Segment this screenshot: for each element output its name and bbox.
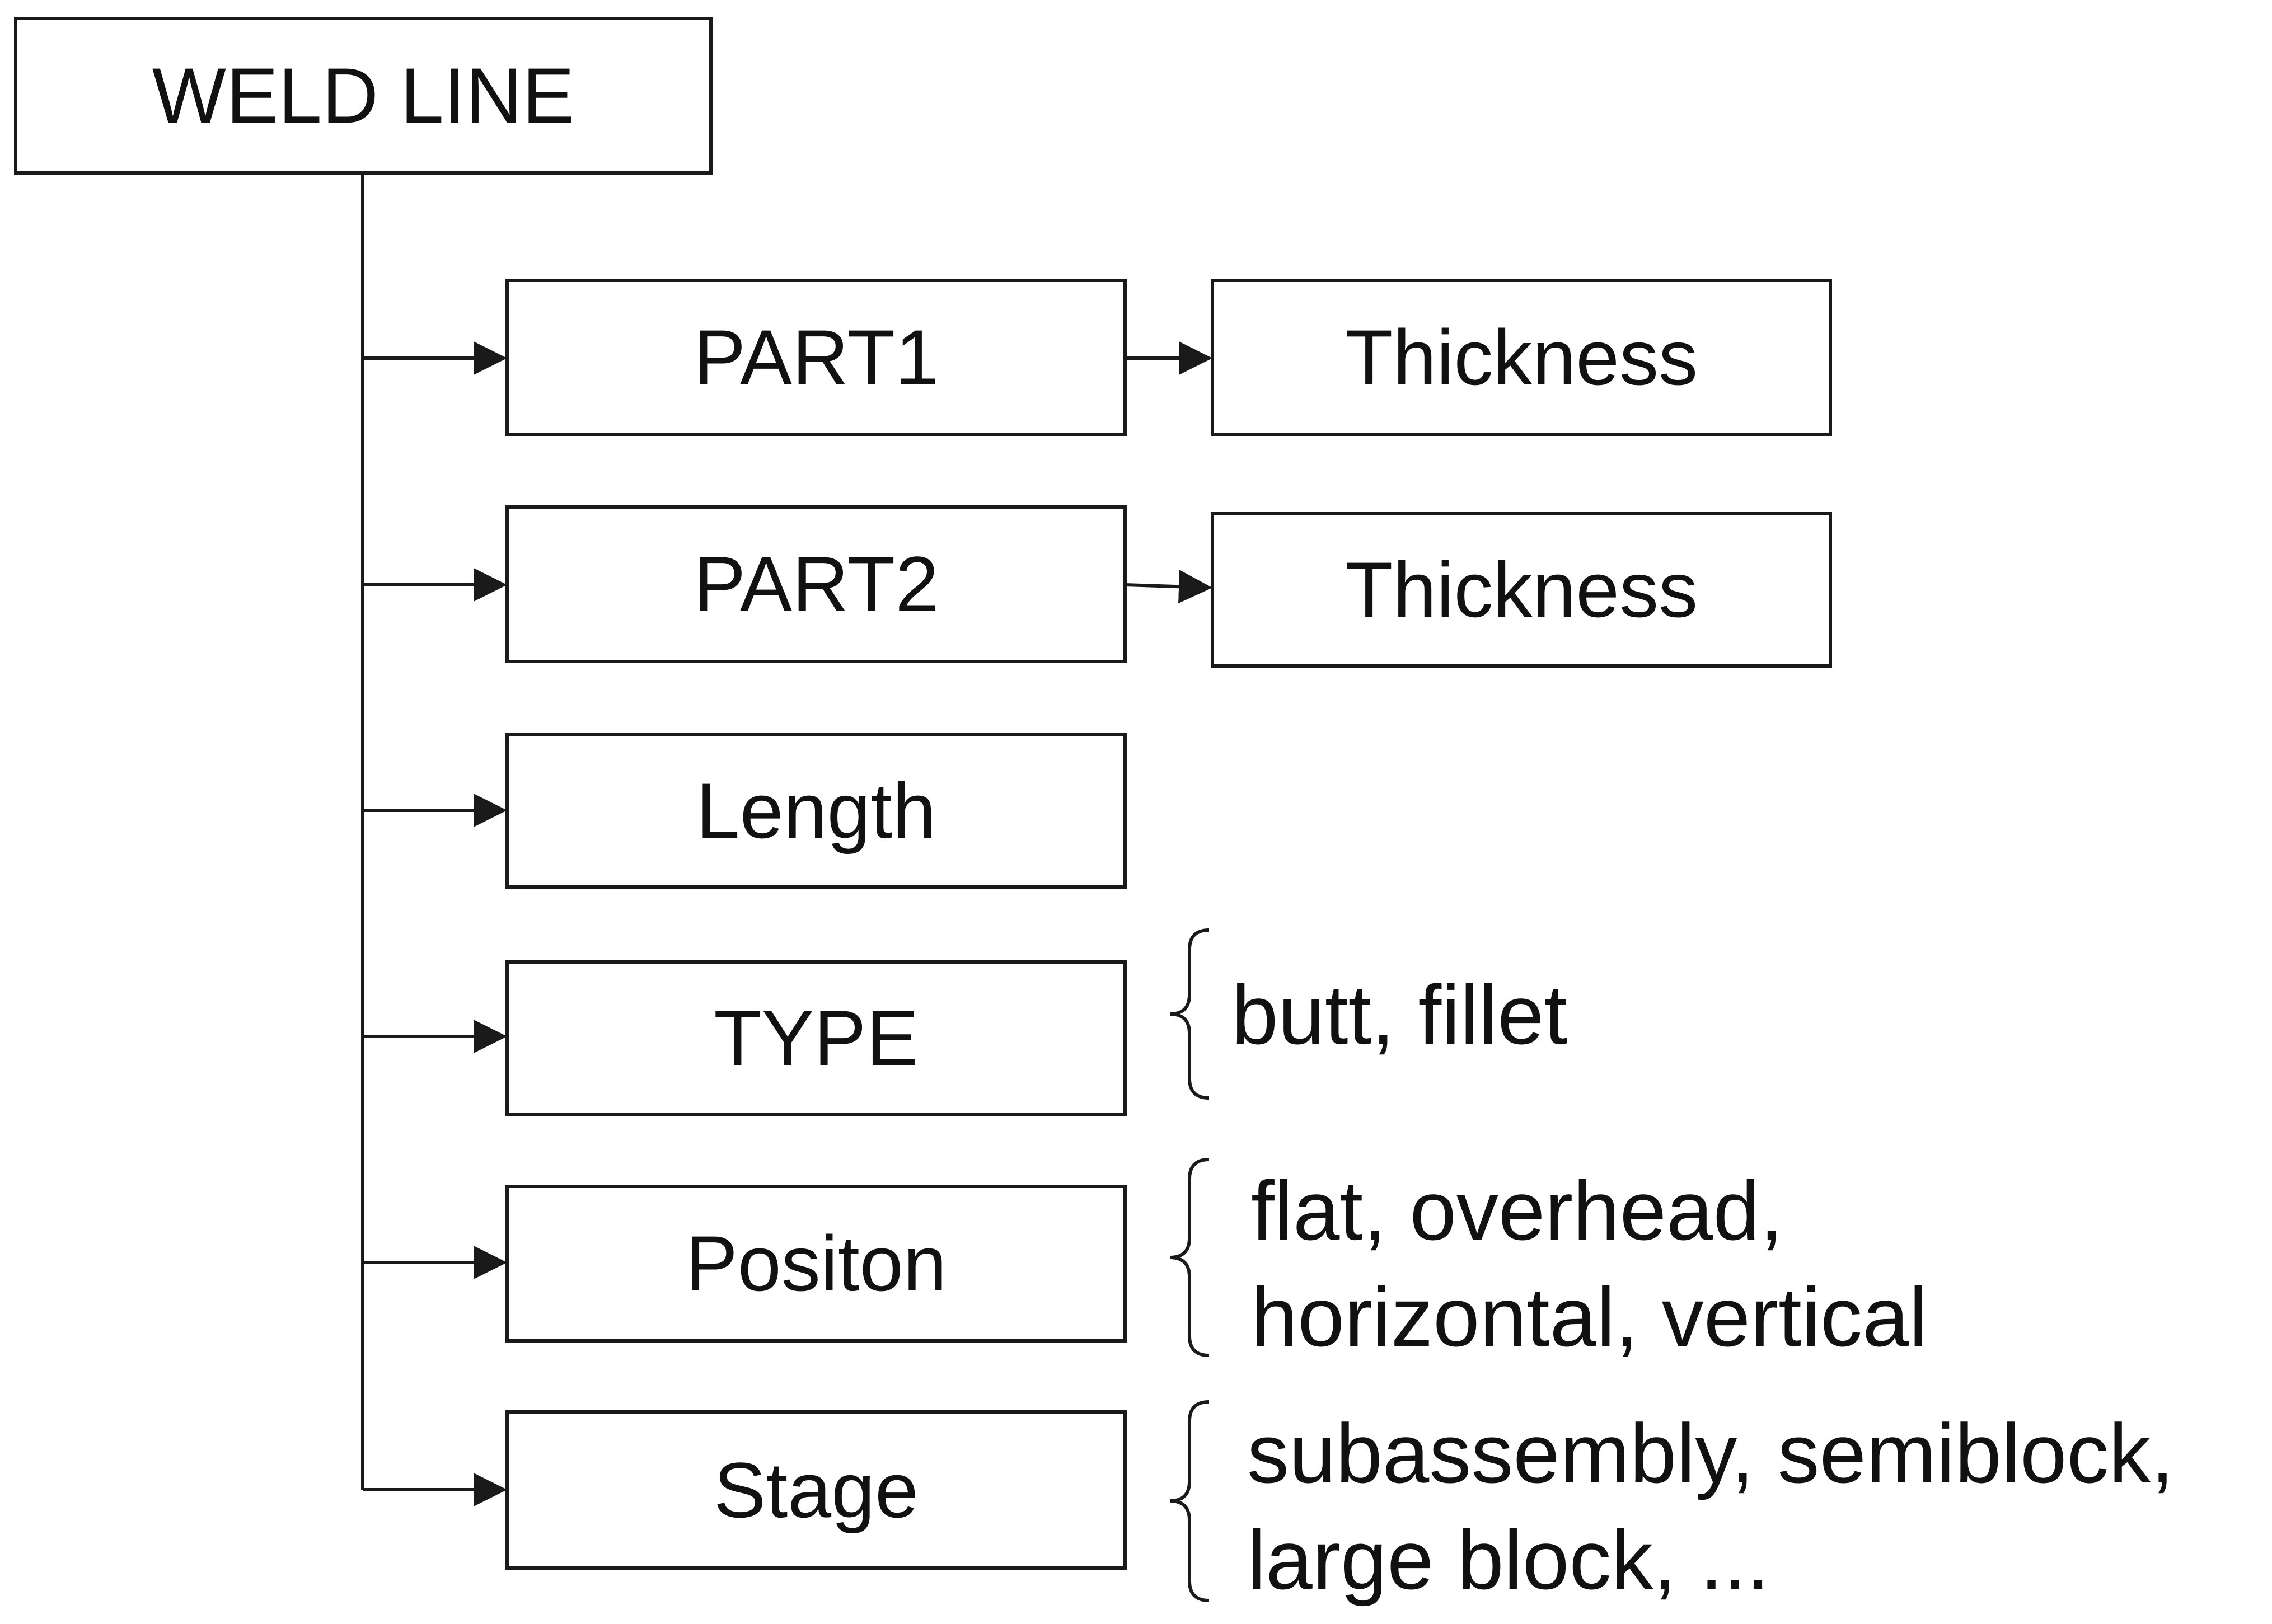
- part2-box: PART2: [505, 505, 1127, 663]
- position-option-line-1: flat, overhead,: [1251, 1163, 1783, 1257]
- length-label: Length: [696, 767, 936, 855]
- part1-thickness-box: Thickness: [1211, 279, 1832, 436]
- part2-label: PART2: [693, 540, 939, 628]
- stage-box: Stage: [505, 1410, 1127, 1570]
- part2-thickness-box: Thickness: [1211, 512, 1832, 668]
- stage-option-line-1: subassembly, semiblock,: [1247, 1406, 2175, 1500]
- part2-thickness-label: Thickness: [1345, 546, 1698, 633]
- position-options: flat, overhead, horizontal, vertical: [1251, 1157, 1928, 1370]
- part1-label: PART1: [693, 313, 939, 401]
- stage-label: Stage: [714, 1445, 919, 1534]
- part1-thickness-label: Thickness: [1345, 313, 1698, 401]
- type-option-line: butt, fillet: [1231, 968, 1568, 1062]
- position-option-line-2: horizontal, vertical: [1251, 1270, 1928, 1364]
- type-options: butt, fillet: [1231, 961, 1567, 1068]
- arrow-part2-thickness: [1125, 570, 1212, 604]
- weld-line-box: WELD LINE: [14, 17, 713, 175]
- type-label: TYPE: [714, 994, 919, 1082]
- stage-options: subassembly, semiblock, large block, ...: [1247, 1400, 2174, 1613]
- type-box: TYPE: [505, 960, 1127, 1116]
- stage-option-line-2: large block, ...: [1247, 1513, 1770, 1607]
- position-box: Positon: [505, 1185, 1127, 1343]
- brace-stage: [1169, 1400, 1210, 1602]
- length-box: Length: [505, 733, 1127, 889]
- brace-type: [1169, 928, 1210, 1100]
- position-label: Positon: [685, 1219, 947, 1307]
- part1-box: PART1: [505, 279, 1127, 436]
- weld-line-label: WELD LINE: [152, 51, 575, 139]
- brace-position: [1169, 1158, 1210, 1357]
